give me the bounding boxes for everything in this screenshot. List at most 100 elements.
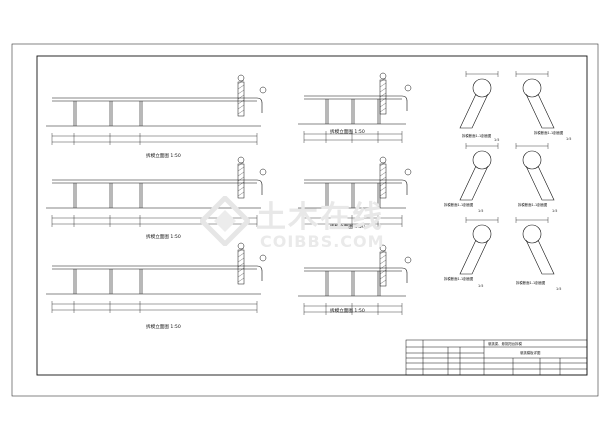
section-drawing-5: [459, 217, 499, 275]
wall-hatch: [237, 161, 245, 167]
wall-hatch: [379, 274, 387, 280]
section-drawing-6: [515, 217, 555, 275]
grid-bubble: [259, 86, 267, 94]
wall-hatch: [237, 79, 245, 85]
wall-hatch: [237, 257, 245, 263]
grid-bubble: [379, 156, 387, 164]
wall-hatch: [379, 82, 387, 88]
section-drawing-4: [515, 143, 555, 201]
wall-hatch: [379, 171, 387, 177]
section-drawing-3: [459, 143, 499, 201]
pipe-section: [522, 150, 542, 170]
wall-hatch: [237, 176, 245, 182]
elevation-caption-2: 拆模立面图 1:50: [146, 233, 181, 240]
wall-hatch: [237, 171, 245, 177]
wall-hatch: [379, 249, 387, 255]
grid-bubble: [404, 84, 412, 92]
section-caption-5: 拆模断面1-1剖面图: [444, 276, 474, 281]
pipe-section: [472, 78, 492, 98]
wall-hatch: [237, 109, 245, 115]
title-block: [405, 339, 588, 376]
bracket-profile: [525, 93, 555, 129]
elevation-caption-4: 拆模立面图 1:50: [330, 128, 365, 135]
elevation-drawing-5: [298, 156, 412, 227]
elevation-caption-1: 拆模立面图 1:50: [146, 152, 181, 159]
wall-hatch: [237, 94, 245, 100]
beam-hook: [256, 265, 263, 281]
wall-hatch: [379, 77, 387, 83]
section-caption-2: 拆模断面1-1剖面图: [534, 130, 564, 135]
wall-hatch: [379, 92, 387, 98]
section-caption-6: 拆模断面1-1剖面图: [516, 280, 546, 285]
wall-hatch: [237, 267, 245, 273]
beam-hook: [256, 97, 263, 113]
section-scale-3: 1:5: [478, 209, 483, 213]
title-project: 悬挑梁、悬挑阳台拆模: [488, 341, 523, 346]
title-drawing: 悬挑模板详图: [520, 350, 541, 355]
wall-hatch: [237, 181, 245, 187]
wall-hatch: [379, 259, 387, 265]
elevation-drawing-4: [298, 72, 412, 143]
beam-hook: [401, 179, 408, 195]
section-caption-3: 拆模断面1-1剖面图: [444, 202, 474, 207]
bracket-profile: [459, 239, 489, 275]
bracket-profile: [459, 93, 489, 129]
section-drawing-2: [515, 71, 555, 129]
wall-hatch: [237, 104, 245, 110]
wall-hatch: [379, 107, 387, 113]
elevation-caption-6: 拆模立面图 1:50: [330, 307, 365, 314]
grid-bubble: [237, 156, 245, 164]
wall-hatch: [379, 269, 387, 275]
pipe-section: [472, 224, 492, 244]
elevation-caption-3: 拆模立面图 1:50: [146, 323, 181, 330]
wall-hatch: [379, 161, 387, 167]
pipe-section: [522, 78, 542, 98]
grid-bubble: [379, 244, 387, 252]
wall-hatch: [379, 191, 387, 197]
wall-hatch: [379, 166, 387, 172]
elevation-drawing-3: [46, 242, 267, 313]
wall-hatch: [237, 166, 245, 172]
beam-hook: [401, 95, 408, 111]
wall-hatch: [237, 277, 245, 283]
section-scale-5: 1:5: [478, 284, 483, 288]
section-scale-4: 1:5: [552, 209, 557, 213]
grid-bubble: [259, 254, 267, 262]
wall-hatch: [237, 247, 245, 253]
wall-hatch: [379, 97, 387, 103]
bracket-profile: [525, 165, 555, 201]
wall-hatch: [237, 89, 245, 95]
wall-hatch: [237, 262, 245, 268]
elevation-caption-5: 拆模立面图 1:50: [330, 223, 365, 230]
section-caption-4: 拆模断面1-1剖面图: [518, 202, 548, 207]
bracket-profile: [525, 239, 555, 275]
beam-hook: [256, 179, 263, 195]
wall-hatch: [237, 186, 245, 192]
wall-hatch: [379, 254, 387, 260]
wall-hatch: [237, 191, 245, 197]
grid-bubble: [379, 72, 387, 80]
wall-hatch: [237, 252, 245, 258]
wall-hatch: [379, 279, 387, 285]
section-scale-1: 1:5: [494, 138, 499, 142]
wall-hatch: [237, 99, 245, 105]
elevation-group: [46, 72, 412, 315]
pipe-section: [472, 150, 492, 170]
grid-bubble: [237, 74, 245, 82]
wall-hatch: [379, 264, 387, 270]
elevation-drawing-1: [46, 74, 267, 145]
bracket-profile: [459, 165, 489, 201]
section-drawing-1: [459, 71, 499, 129]
grid-bubble: [404, 168, 412, 176]
wall-hatch: [379, 181, 387, 187]
grid-bubble: [259, 168, 267, 176]
inner-frame: [36, 55, 588, 376]
wall-hatch: [379, 87, 387, 93]
grid-bubble: [404, 256, 412, 264]
outer-frame: [11, 43, 599, 397]
wall-hatch: [379, 186, 387, 192]
section-group: [459, 71, 555, 275]
section-scale-6: 1:5: [556, 287, 561, 291]
wall-hatch: [237, 272, 245, 278]
